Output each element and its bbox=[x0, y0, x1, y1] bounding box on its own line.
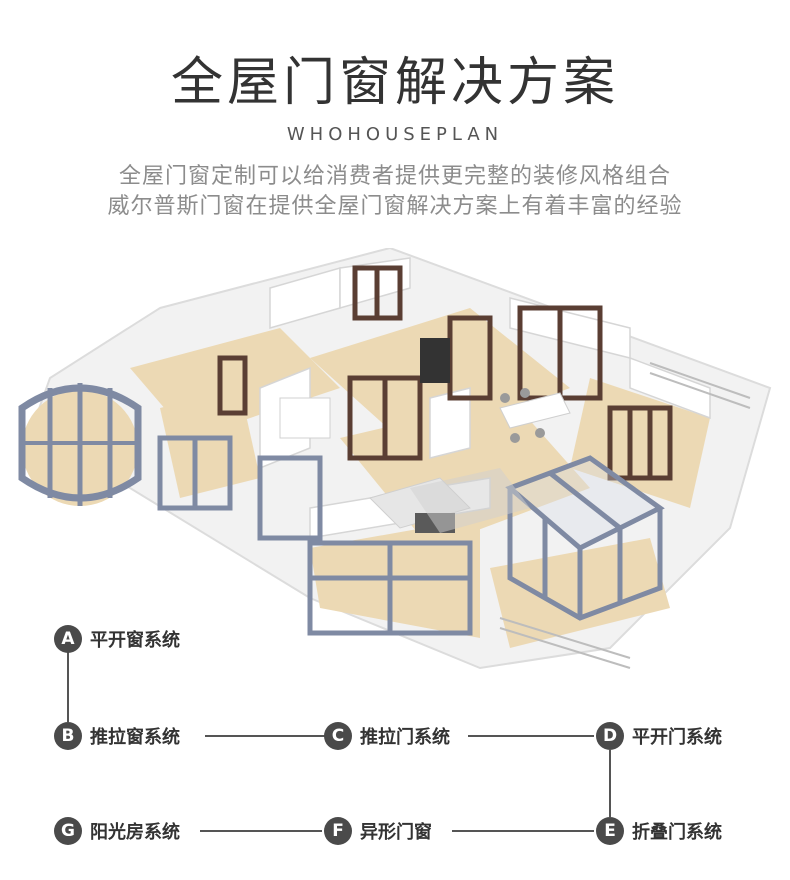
legend-label-e: 折叠门系统 bbox=[632, 822, 722, 843]
legend-label-g: 阳光房系统 bbox=[90, 822, 180, 843]
connector-d-e bbox=[609, 750, 611, 817]
legend-item-d: D 平开门系统 bbox=[596, 721, 722, 751]
legend-item-c: C 推拉门系统 bbox=[324, 721, 450, 751]
floor-right-room bbox=[570, 378, 710, 508]
kitchen-unit bbox=[420, 338, 450, 383]
legend-item-g: G 阳光房系统 bbox=[54, 816, 180, 846]
door-frame-left bbox=[217, 355, 248, 416]
legend-badge-d: D bbox=[596, 722, 624, 750]
shelf-unit bbox=[279, 397, 331, 439]
legend-label-b: 推拉窗系统 bbox=[90, 727, 180, 748]
legend-badge-b: B bbox=[54, 722, 82, 750]
connector-c-d bbox=[468, 735, 594, 737]
connector-f-e bbox=[452, 830, 594, 832]
legend-label-d: 平开门系统 bbox=[632, 727, 722, 748]
legend-badge-g: G bbox=[54, 817, 82, 845]
legend-item-b: B 推拉窗系统 bbox=[54, 721, 180, 751]
legend-badge-a: A bbox=[54, 625, 82, 653]
connector-a-b bbox=[67, 652, 69, 722]
english-subtitle: WHOHOUSEPLAN bbox=[286, 124, 504, 145]
house-floorplan-illustration bbox=[18, 248, 772, 670]
legend-badge-f: F bbox=[324, 817, 352, 845]
description-line-1: 全屋门窗定制可以给消费者提供更完整的装修风格组合 bbox=[118, 164, 671, 189]
legend-item-f: F 异形门窗 bbox=[324, 816, 432, 846]
connector-b-c bbox=[205, 735, 325, 737]
legend-badge-c: C bbox=[324, 722, 352, 750]
round-glass-room bbox=[18, 383, 142, 506]
page-title: 全屋门窗解决方案 bbox=[170, 53, 619, 113]
railing-right bbox=[649, 362, 751, 399]
description-line-2: 威尔普斯门窗在提供全屋门窗解决方案上有着丰富的经验 bbox=[107, 194, 683, 219]
window-frame-center-left bbox=[257, 455, 323, 541]
folding-door-frame bbox=[607, 405, 673, 481]
legend-label-a: 平开窗系统 bbox=[90, 630, 180, 651]
legend-badge-e: E bbox=[596, 817, 624, 845]
railing-bottom bbox=[499, 617, 631, 659]
legend-label-c: 推拉门系统 bbox=[360, 727, 450, 748]
connector-g-f bbox=[200, 830, 322, 832]
sunroom bbox=[505, 455, 665, 621]
rug bbox=[410, 468, 530, 533]
dining-table bbox=[499, 388, 571, 443]
legend-item-e: E 折叠门系统 bbox=[596, 816, 722, 846]
legend-item-a: A 平开窗系统 bbox=[54, 624, 180, 654]
wall-7 bbox=[429, 387, 471, 459]
legend-label-f: 异形门窗 bbox=[360, 822, 432, 843]
